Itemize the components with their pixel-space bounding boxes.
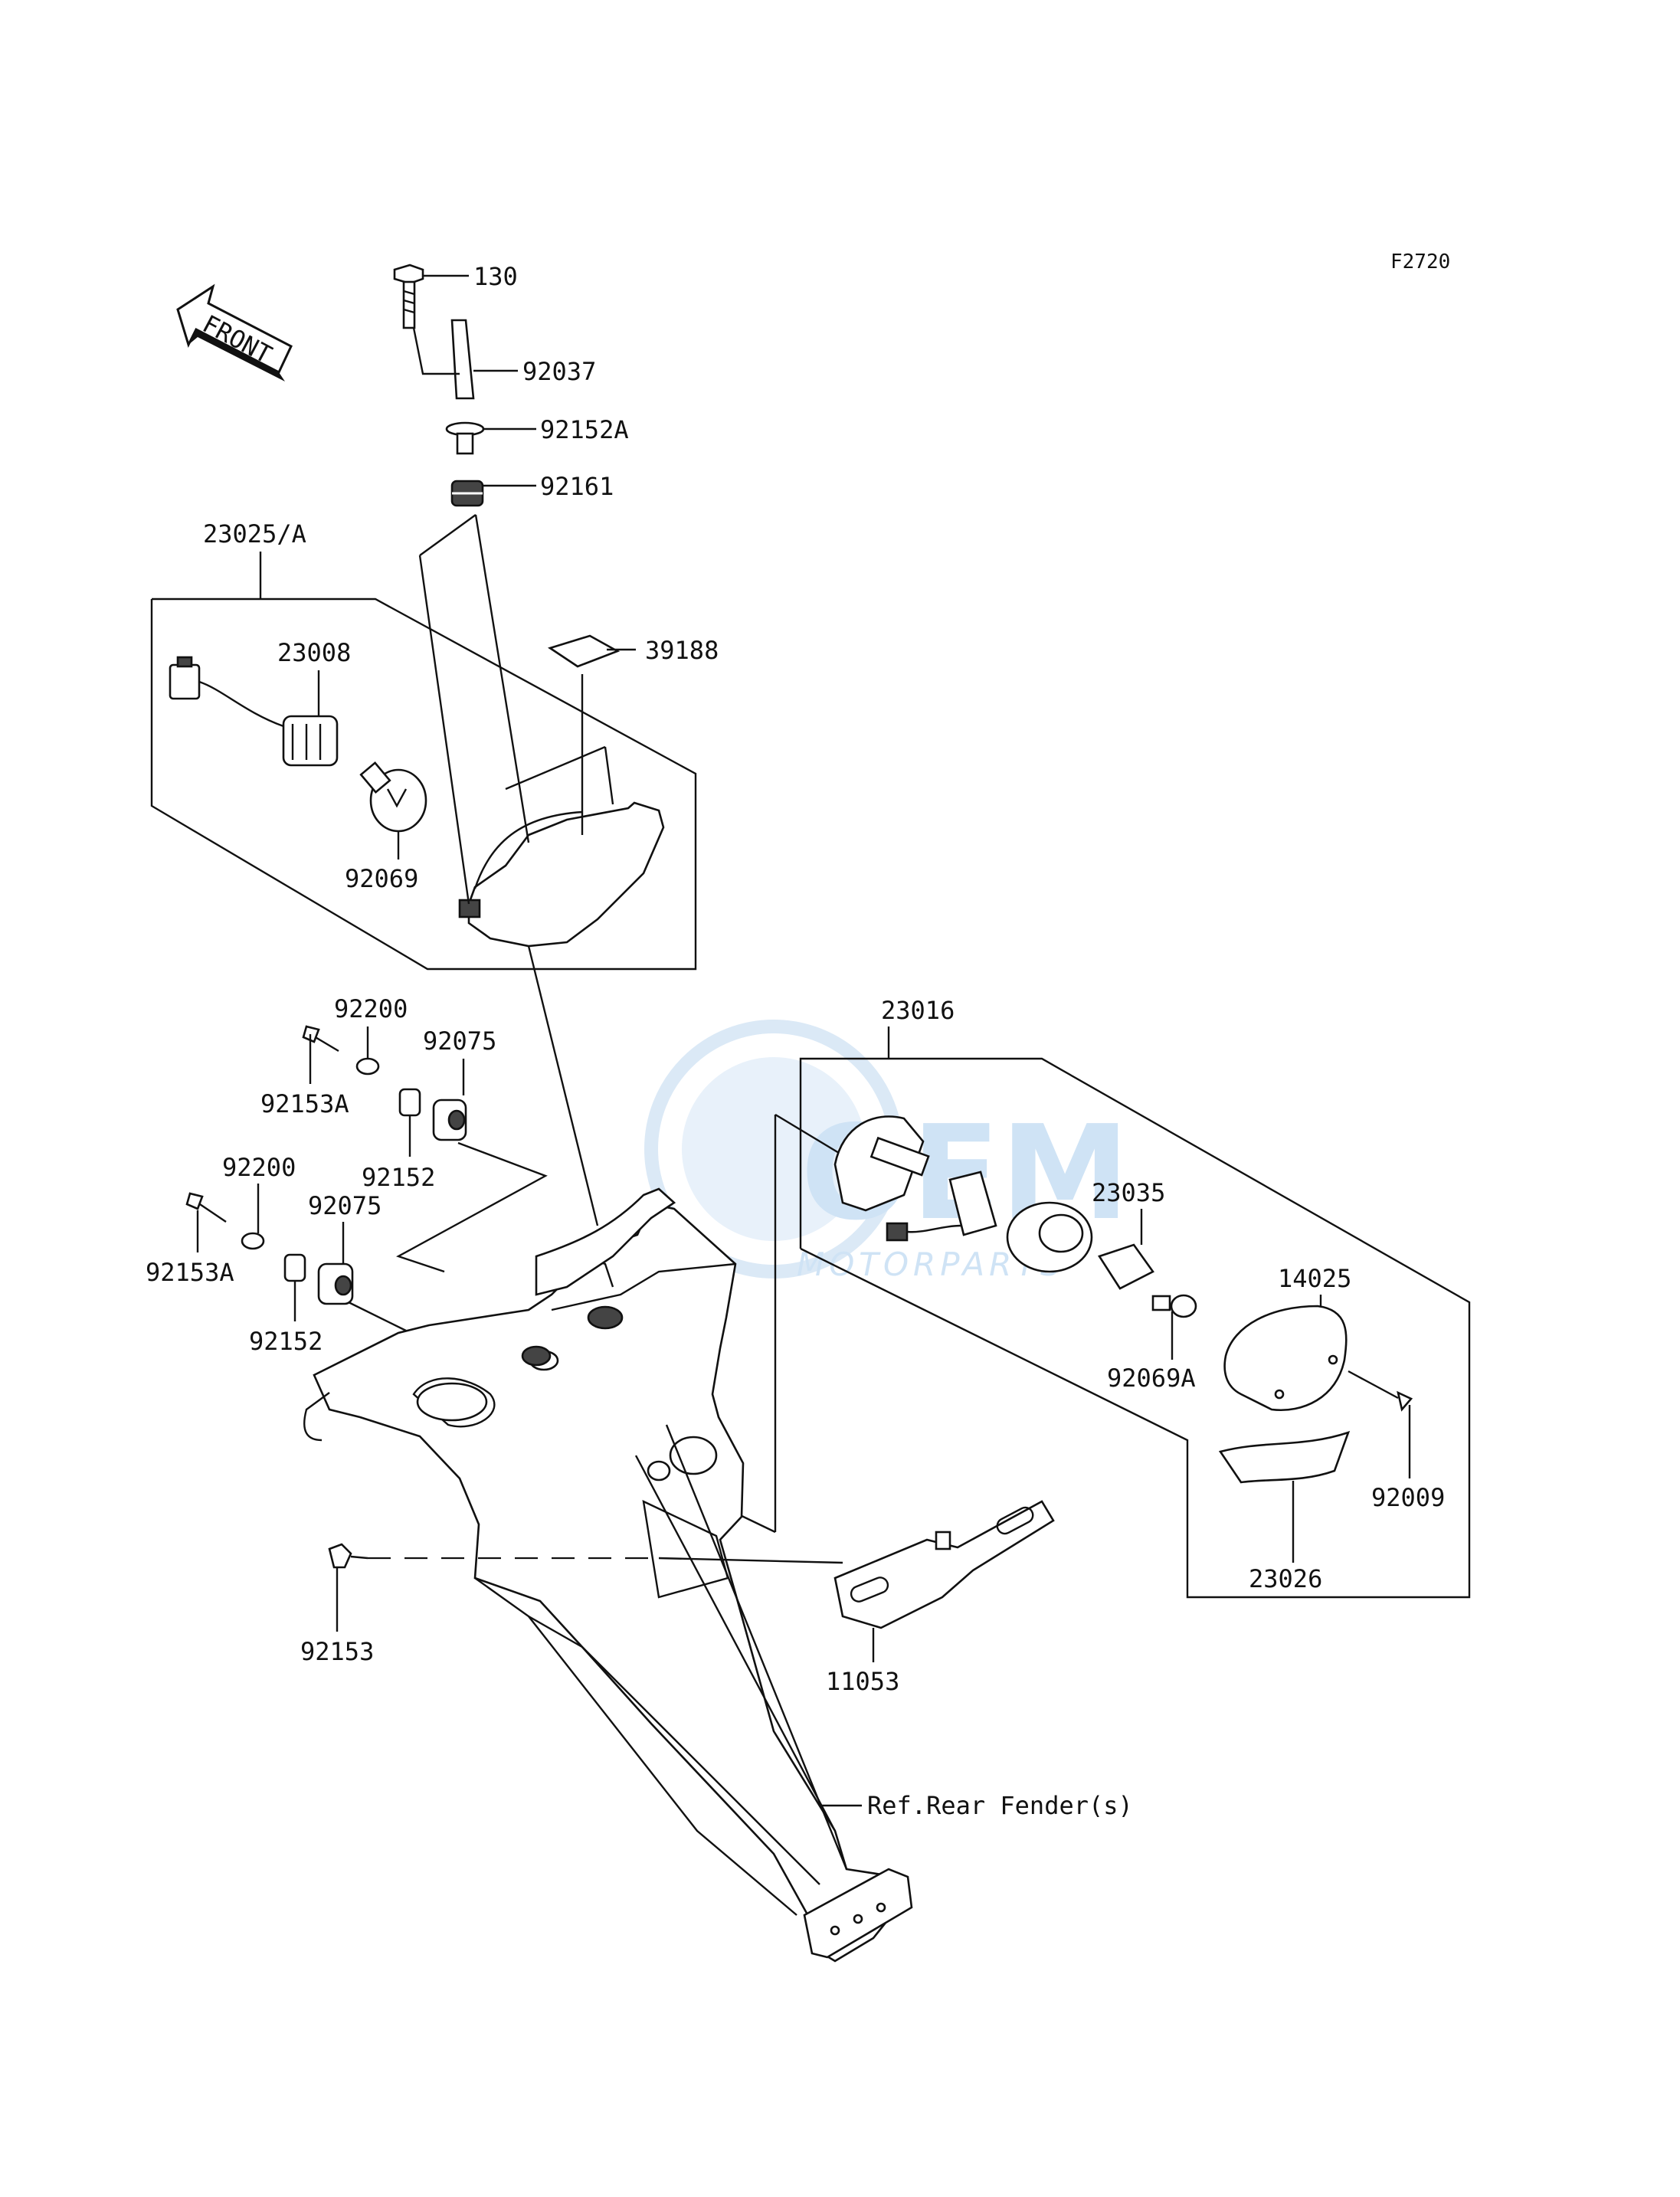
label-92075-lower: 92075 — [308, 1191, 382, 1220]
label-92037: 92037 — [522, 357, 596, 386]
assembly-lines-top — [418, 514, 614, 1226]
grommet-92161 — [450, 480, 484, 507]
label-92069: 92069 — [345, 864, 418, 893]
figure-code: F2720 — [1390, 250, 1450, 273]
label-14025: 14025 — [1278, 1264, 1351, 1293]
mount-line-11053 — [658, 1557, 843, 1564]
label-23008: 23008 — [277, 638, 351, 667]
license-lamp-frame — [735, 1057, 1471, 1599]
bracket-92037 — [412, 319, 475, 400]
label-11053: 11053 — [826, 1667, 899, 1696]
label-92200-upper: 92200 — [334, 994, 408, 1023]
front-arrow-icon: FRONT — [176, 283, 293, 381]
label-23016: 23016 — [881, 996, 955, 1025]
turn-signal-frame — [150, 598, 697, 971]
label-39188: 39188 — [645, 636, 719, 665]
collar-92152A — [445, 421, 485, 455]
sticker-39188 — [548, 634, 621, 668]
label-23025A: 23025/A — [203, 519, 306, 548]
label-92153: 92153 — [300, 1637, 374, 1666]
label-ref-rear-fender: Ref.Rear Fender(s) — [867, 1791, 1133, 1820]
label-92153A-lower: 92153A — [146, 1258, 234, 1287]
label-92152-lower: 92152 — [249, 1327, 323, 1356]
label-92152-upper: 92152 — [362, 1163, 435, 1192]
callout-labels: 130 92037 92152A 92161 23025/A 23008 391… — [146, 262, 1445, 1820]
license-bracket-11053 — [833, 1500, 1055, 1629]
left-hardware — [185, 1025, 548, 1569]
label-92152A: 92152A — [540, 415, 629, 444]
label-92153A-upper: 92153A — [260, 1089, 349, 1118]
rear-fender-body — [303, 1187, 913, 1963]
label-92200-lower: 92200 — [222, 1153, 296, 1182]
label-23035: 23035 — [1092, 1178, 1165, 1207]
leader-lines — [196, 274, 1411, 1807]
bolt-130 — [393, 264, 424, 329]
watermark: OEM MOTORPARTS — [644, 1020, 1130, 1283]
label-92075-upper: 92075 — [423, 1026, 496, 1056]
label-92161: 92161 — [540, 472, 614, 501]
label-92009: 92009 — [1371, 1483, 1445, 1512]
label-23026: 23026 — [1249, 1564, 1322, 1593]
label-130: 130 — [473, 262, 518, 291]
label-92069A: 92069A — [1107, 1364, 1196, 1393]
